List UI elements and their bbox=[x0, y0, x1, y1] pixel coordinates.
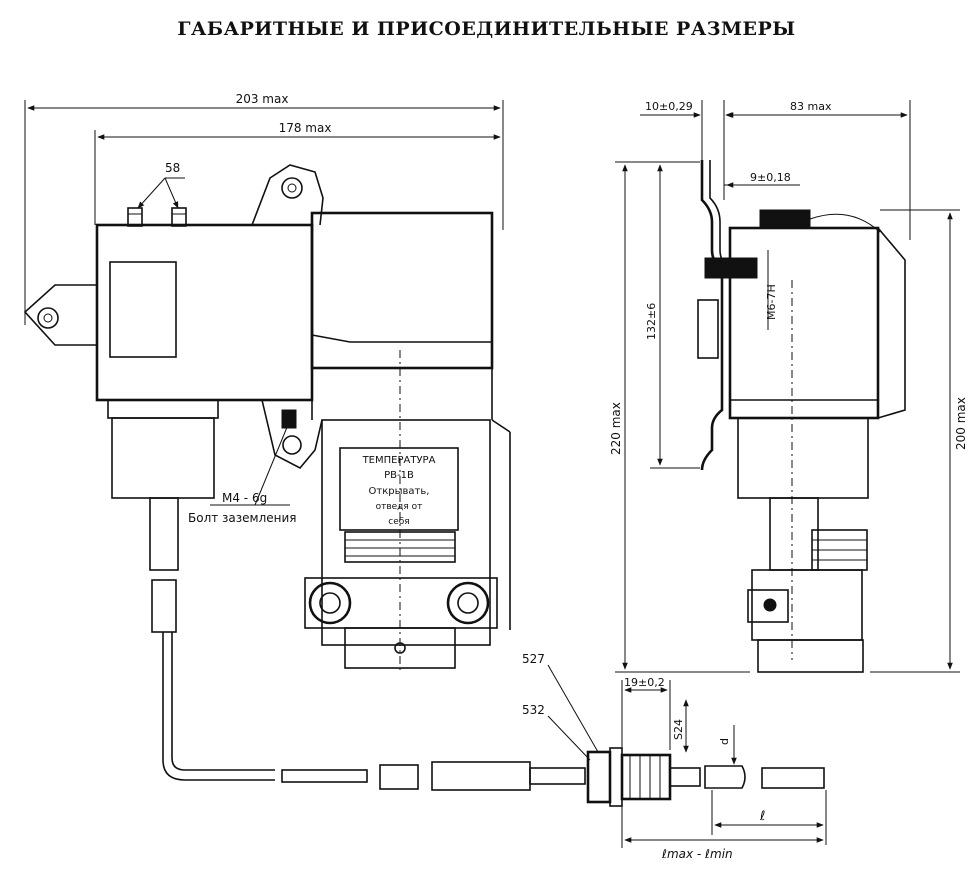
dim-s24-label: S24 bbox=[672, 719, 685, 740]
dim-203-label: 203 max bbox=[236, 92, 289, 106]
side-view: 10±0,29 83 max 9±0,18 220 max 132±6 200 … bbox=[609, 100, 968, 673]
part-532-label: 532 bbox=[522, 703, 545, 717]
side-body bbox=[728, 226, 880, 420]
dim-l-label: ℓ bbox=[759, 809, 765, 824]
dim-d-label: d bbox=[718, 738, 731, 745]
mounting-panel bbox=[700, 160, 724, 471]
nameplate bbox=[339, 447, 459, 531]
body-window bbox=[109, 261, 177, 358]
dim-132-label: 132±6 bbox=[645, 303, 658, 340]
dim-220-label: 220 max bbox=[609, 402, 623, 455]
dim-200-label: 200 max bbox=[954, 397, 968, 450]
drawing-title: ГАБАРИТНЫЕ И ПРИСОЕДИНИТЕЛЬНЫЕ РАЗМЕРЫ bbox=[177, 18, 796, 40]
thread-m6-label: М6-7Н bbox=[765, 284, 778, 320]
nameplate-line-3: Открывать, bbox=[369, 486, 430, 497]
lower-housing bbox=[321, 419, 491, 646]
dim-10-label: 10±0,29 bbox=[645, 100, 693, 113]
ground-bolt-label: Болт заземления bbox=[188, 511, 297, 525]
port-left bbox=[308, 581, 352, 625]
front-view: 203 max 178 max 58 bbox=[23, 92, 586, 791]
dim-range-label: ℓmax - ℓmin bbox=[661, 847, 733, 861]
part-527-label: 527 bbox=[522, 652, 545, 666]
switch-body bbox=[95, 223, 314, 402]
dim-83-label: 83 max bbox=[790, 100, 832, 113]
sensor-washer bbox=[586, 750, 612, 804]
sensor-nut bbox=[620, 753, 672, 801]
port-right bbox=[446, 581, 490, 625]
dim-58-label: 58 bbox=[165, 161, 180, 175]
dim-9-label: 9±0,18 bbox=[750, 171, 791, 184]
sensor-view: 527 532 19±0,2 S24 d ℓ ℓmax - ℓmin bbox=[522, 652, 827, 861]
nameplate-line-2: РВ-1В bbox=[384, 470, 414, 481]
dim-19-label: 19±0,2 bbox=[624, 676, 665, 689]
cover-box bbox=[310, 211, 494, 370]
nameplate-line-5: себя bbox=[388, 517, 409, 527]
nameplate-line-1: ТЕМПЕРАТУРА bbox=[362, 455, 436, 466]
nameplate-line-4: отведя от bbox=[376, 502, 423, 512]
thread-m4-label: М4 - 6g bbox=[222, 491, 267, 505]
top-bracket-hole bbox=[281, 177, 303, 199]
dim-178-label: 178 max bbox=[279, 121, 332, 135]
